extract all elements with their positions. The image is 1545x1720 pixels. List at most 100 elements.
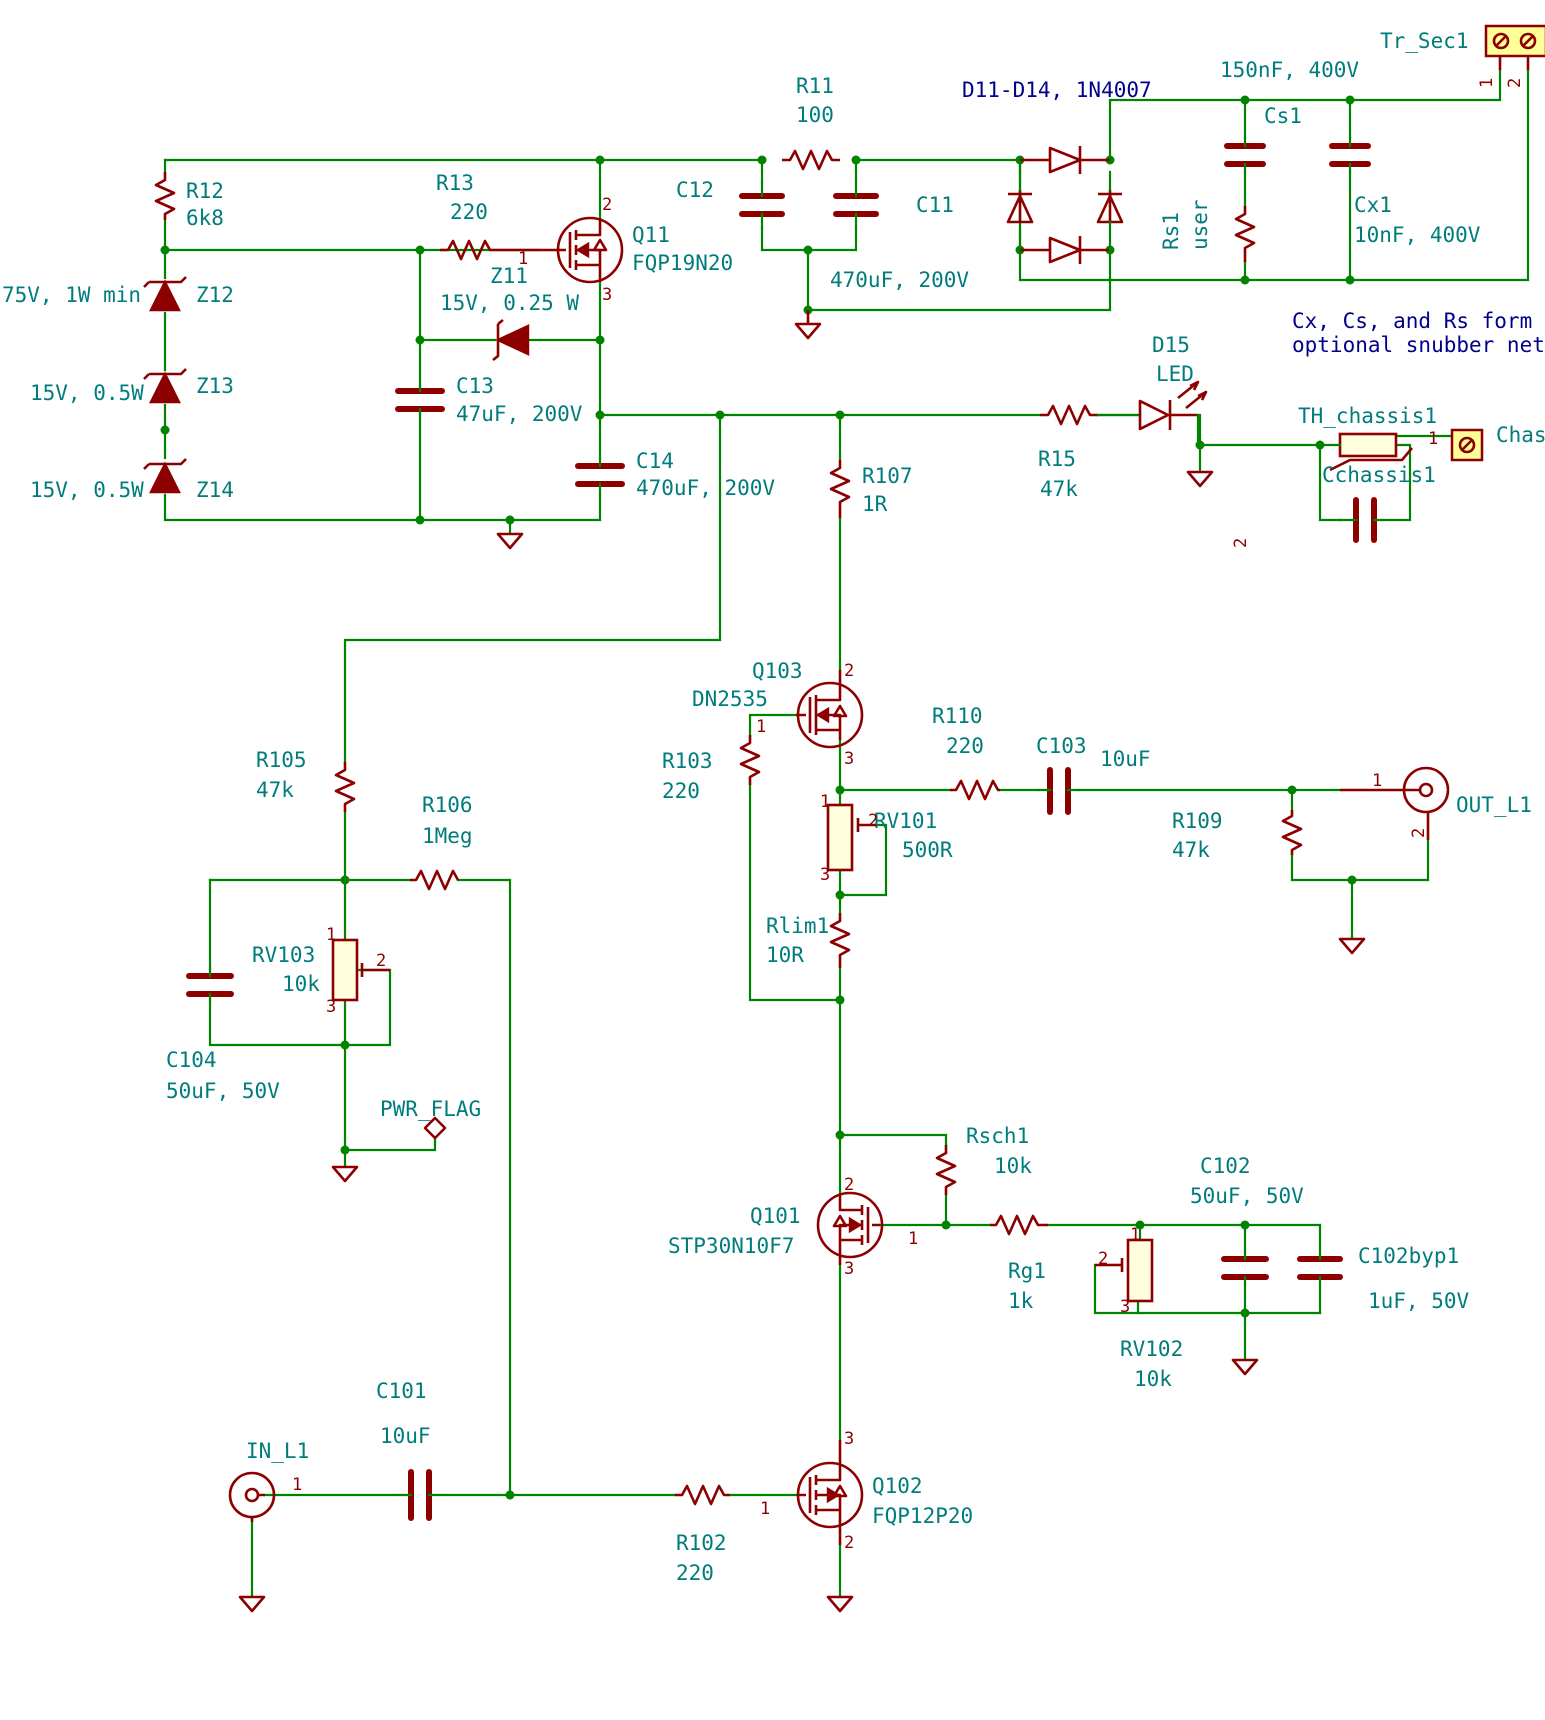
junction-dot — [835, 410, 845, 420]
cchassis1-capacitor — [1353, 497, 1377, 543]
pin-number: 1 — [1428, 429, 1438, 449]
diodes — [143, 146, 1208, 494]
c103-value: 10uF — [1100, 747, 1151, 771]
c102-value: 50uF, 50V — [1190, 1184, 1304, 1208]
junction-dot — [1345, 95, 1355, 105]
cs1-ref: Cs1 — [1264, 104, 1302, 128]
junction-dot — [851, 155, 861, 165]
ground-icon — [331, 1165, 359, 1183]
pin-number: 3 — [844, 749, 854, 769]
th-chassis1-ref: TH_chassis1 — [1298, 404, 1437, 428]
r12-value: 6k8 — [186, 206, 224, 230]
pwr-flag-label: PWR_FLAG — [380, 1097, 481, 1121]
junction-dot — [160, 245, 170, 255]
junction-dot — [340, 1040, 350, 1050]
q11-mosfet — [492, 216, 624, 284]
junction-dot — [415, 245, 425, 255]
in-l1-bnc-connector — [228, 1471, 276, 1522]
rlim1-value: 10R — [766, 943, 804, 967]
junction-dot — [595, 335, 605, 345]
junction-dot — [835, 785, 845, 795]
ground-icon — [1231, 1358, 1259, 1376]
r107-value: 1R — [862, 492, 888, 516]
out-l1-bnc-connector — [1340, 766, 1450, 840]
pin-number: 2 — [1505, 78, 1525, 88]
r109-value: 47k — [1172, 838, 1210, 862]
r103-resistor — [739, 735, 761, 785]
rg1-ref: Rg1 — [1008, 1259, 1046, 1283]
c102-ref: C102 — [1200, 1154, 1251, 1178]
pin-number: 1 — [756, 717, 766, 737]
junction-dot — [1287, 785, 1297, 795]
bridge-rectifier — [1006, 146, 1124, 264]
r110-value: 220 — [946, 734, 984, 758]
rv101-ref: RV101 — [874, 809, 937, 833]
pin-number: 2 — [1409, 828, 1429, 838]
r13-ref: R13 — [436, 171, 474, 195]
c101-capacitor — [408, 1469, 432, 1521]
junction-dot — [505, 1490, 515, 1500]
rv101-value: 500R — [902, 838, 953, 862]
ground-icon — [238, 1595, 266, 1613]
c11-ref: C11 — [916, 193, 954, 217]
pin-number: 2 — [602, 195, 612, 215]
r107-resistor — [829, 460, 851, 518]
z14-value: 15V, 0.5W — [30, 478, 144, 502]
rv102-value: 10k — [1134, 1367, 1172, 1391]
r102-ref: R102 — [676, 1531, 727, 1555]
junction-dot — [835, 1130, 845, 1140]
pin-number: 2 — [1098, 1249, 1108, 1269]
rsch1-value: 10k — [994, 1154, 1032, 1178]
rs1-resistor — [1234, 206, 1256, 262]
q103-ref: Q103 — [752, 659, 803, 683]
c104-value: 50uF, 50V — [166, 1079, 280, 1103]
ground-icon — [1186, 470, 1214, 488]
c13-ref: C13 — [456, 374, 494, 398]
pin-number: 2 — [376, 951, 386, 971]
c102byp1-ref: C102byp1 — [1358, 1244, 1459, 1268]
junction-dot — [1240, 1220, 1250, 1230]
r15-resistor — [1040, 404, 1098, 426]
transistors — [492, 216, 884, 1545]
cs1-capacitor — [1224, 143, 1266, 167]
z12-zener — [143, 276, 187, 312]
cx1-capacitor — [1329, 143, 1371, 167]
pin-number: 3 — [844, 1429, 854, 1449]
r15-ref: R15 — [1038, 447, 1076, 471]
rv103-potentiometer — [331, 938, 390, 1002]
cchassis1-ref: Cchassis1 — [1322, 463, 1436, 487]
rsch1-ref: Rsch1 — [966, 1124, 1029, 1148]
rlim1-resistor — [829, 913, 851, 968]
junction-dot — [1240, 95, 1250, 105]
cx1-ref: Cx1 — [1354, 193, 1392, 217]
r12-resistor — [154, 172, 176, 220]
c103-ref: C103 — [1036, 734, 1087, 758]
d15-led — [1096, 380, 1208, 447]
c12-ref: C12 — [676, 178, 714, 202]
z13-ref: Z13 — [196, 374, 234, 398]
ground-icon — [496, 532, 524, 550]
ground-icon — [1338, 937, 1366, 955]
chassis-terminal — [1450, 428, 1484, 462]
rv103-ref: RV103 — [252, 943, 315, 967]
q103-mosfet — [796, 670, 864, 749]
rs1-value: user — [1188, 199, 1212, 250]
r109-resistor — [1281, 810, 1303, 855]
c102byp1-value: 1uF, 50V — [1368, 1289, 1470, 1313]
ground-icon — [794, 310, 822, 340]
r106-value: 1Meg — [422, 824, 473, 848]
c12-capacitor — [739, 193, 785, 217]
junction-dot — [835, 995, 845, 1005]
rsch1-resistor — [935, 1145, 957, 1195]
z11-value: 15V, 0.25 W — [440, 291, 579, 315]
snubber-note-line1: Cx, Cs, and Rs form t — [1292, 309, 1545, 333]
rlim1-ref: Rlim1 — [766, 914, 829, 938]
z12-value: 75V, 1W min — [2, 283, 141, 307]
pin-number: 1 — [1477, 78, 1497, 88]
q11-value: FQP19N20 — [632, 251, 733, 275]
r105-value: 47k — [256, 778, 294, 802]
q11-ref: Q11 — [632, 223, 670, 247]
ground-symbols — [238, 310, 1366, 1613]
chassis-ref: Chas — [1496, 423, 1545, 447]
